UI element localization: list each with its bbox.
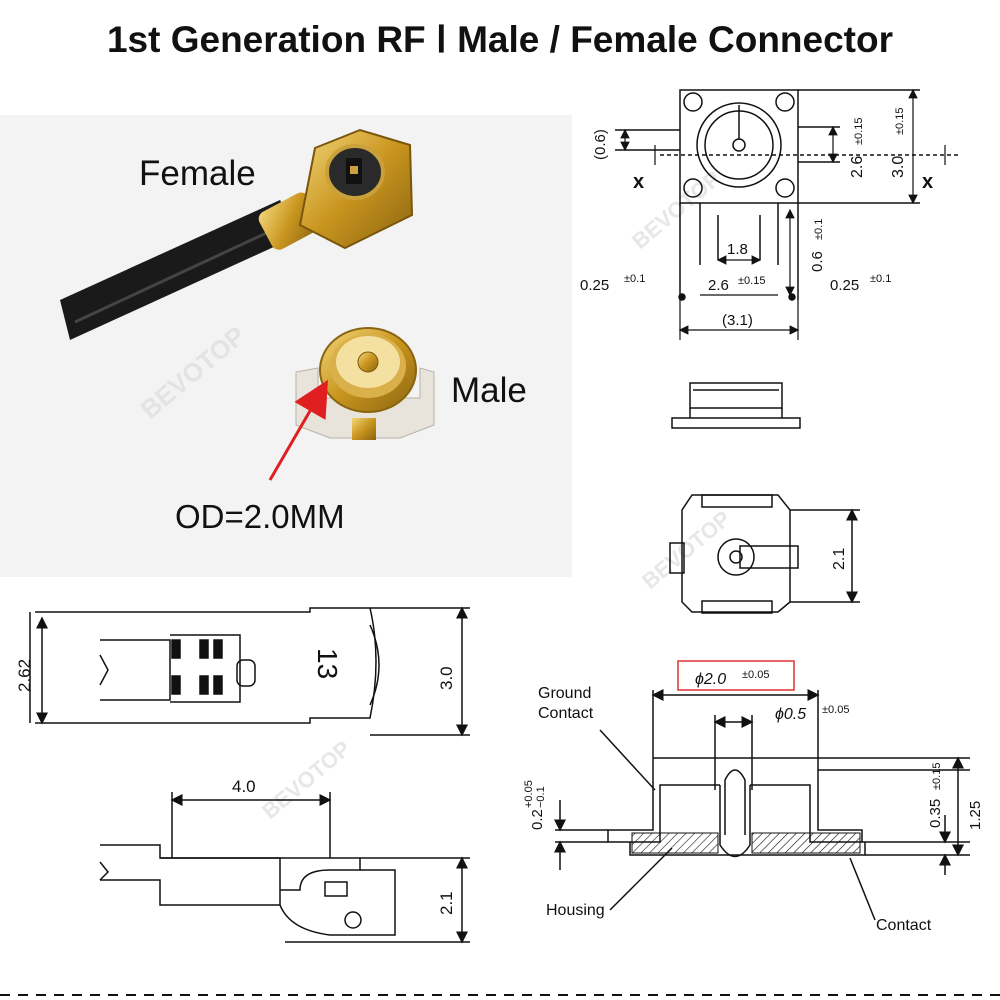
- top-view-drawing: [615, 89, 960, 301]
- dim-3-0: 3.0: [437, 666, 456, 690]
- dim-0-25-left: 0.25: [580, 277, 609, 294]
- male-side-view: [671, 382, 801, 429]
- tol-0-35: ±0.15: [931, 763, 943, 790]
- tol-0-2-upper: +0.05: [523, 780, 535, 808]
- dim-0-35: 0.35: [927, 799, 944, 828]
- tol-2-6-vertical: ±0.15: [853, 118, 865, 145]
- dim-2-1-side: 2.1: [437, 891, 456, 915]
- tol-0-25-left: ±0.1: [624, 273, 645, 285]
- tol-0-2-lower: −0.1: [535, 786, 547, 808]
- dim-2-6-vertical: 2.6: [849, 156, 866, 178]
- label-ground-contact-2: Contact: [538, 705, 594, 722]
- x-section-mark-left: x: [633, 171, 644, 193]
- label-ground-contact-1: Ground: [538, 685, 591, 702]
- male-label: Male: [451, 371, 527, 410]
- dim-1-8: 1.8: [727, 241, 748, 258]
- watermark-text: BEVOTOP: [135, 320, 251, 424]
- tol-phi-0-5: ±0.05: [822, 704, 849, 716]
- tol-2-6-horizontal: ±0.15: [738, 275, 765, 287]
- female-plug-side-view: [99, 792, 470, 944]
- marking-13: 13: [312, 648, 343, 679]
- dim-4-0: 4.0: [232, 777, 256, 796]
- dim-0-25-right: 0.25: [830, 277, 859, 294]
- top-view-dimension-lines: [620, 88, 946, 340]
- section-view-drawing: [554, 689, 970, 921]
- product-photo-panel: [0, 115, 572, 577]
- watermark-text: BEVOTOP: [637, 506, 735, 594]
- tol-0-6-vertical: ±0.1: [813, 219, 825, 240]
- female-label: Female: [139, 154, 256, 193]
- female-cable-connector: [60, 128, 414, 340]
- x-section-mark-right: x: [922, 171, 933, 193]
- od-label: OD=2.0MM: [175, 498, 345, 535]
- tol-phi-2-0: ±0.05: [742, 669, 769, 681]
- dim-2-1-bottom-view: 2.1: [831, 548, 848, 570]
- page-title: 1st Generation RF Ⅰ Male / Female Connec…: [106, 19, 894, 60]
- label-housing: Housing: [546, 902, 605, 919]
- label-contact: Contact: [876, 917, 932, 934]
- housing-hatch-left: [631, 832, 719, 854]
- dim-0-6-paren: (0.6): [592, 129, 609, 160]
- tol-3-0-vertical: ±0.15: [894, 108, 906, 135]
- watermark-text: BEVOTOP: [257, 736, 355, 824]
- dim-1-25: 1.25: [967, 801, 984, 830]
- dim-2-6-horizontal: 2.6: [708, 277, 729, 294]
- dim-3-1-paren: (3.1): [722, 312, 753, 329]
- dim-2-62: 2.62: [15, 659, 34, 692]
- dim-0-2: 0.2: [529, 809, 546, 830]
- male-bottom-view: [669, 494, 860, 614]
- dim-0-6-vertical: 0.6: [809, 251, 826, 272]
- dim-phi-0-5: ϕ0.5: [775, 706, 806, 723]
- housing-hatch-right: [751, 832, 861, 854]
- od-pointer-arrow: [268, 379, 329, 481]
- tol-0-25-right: ±0.1: [870, 273, 891, 285]
- male-pcb-connector: [295, 327, 435, 440]
- dim-3-0-vertical: 3.0: [890, 156, 907, 178]
- dim-phi-2-0: ϕ2.0: [695, 671, 726, 688]
- female-plug-top-view: [29, 606, 470, 737]
